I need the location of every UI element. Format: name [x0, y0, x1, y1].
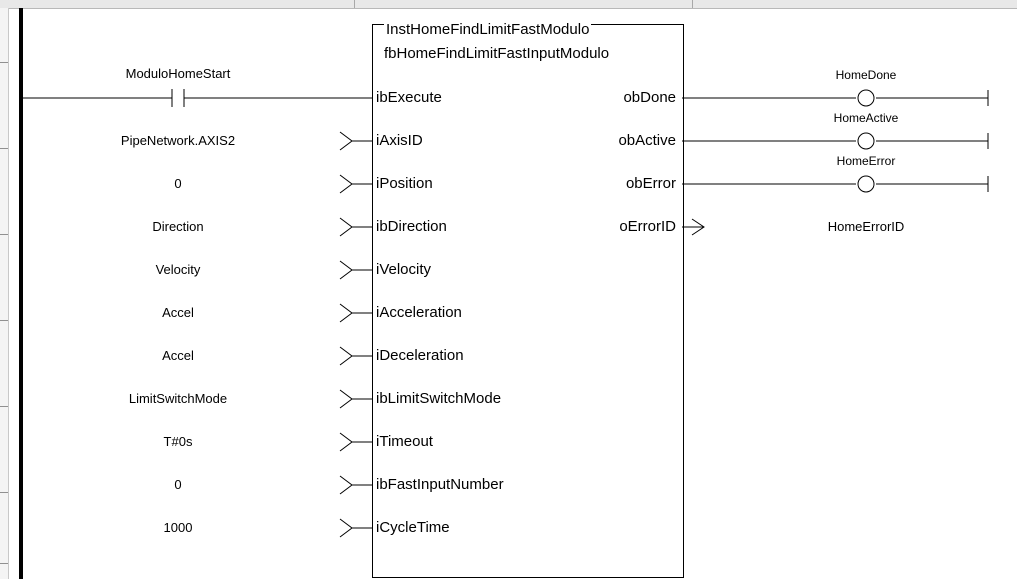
pin-wrapper: iPosition	[376, 175, 528, 195]
block-type-name: fbHomeFindLimitFastInputModulo	[384, 45, 610, 62]
input-pin-ibDirection: ibDirection	[376, 218, 447, 235]
pin-wrapper: iDeceleration	[376, 347, 528, 367]
input-pin-iTimeout: iTimeout	[376, 433, 433, 450]
coil-label-HomeActive[interactable]: HomeActive	[833, 111, 899, 125]
input-chevron	[339, 260, 353, 280]
input-variable-ibDirection[interactable]: Direction	[152, 219, 204, 234]
input-pin-iCycleTime: iCycleTime	[376, 519, 450, 536]
input-chevron	[339, 475, 353, 495]
row-tick	[0, 62, 8, 63]
input-variable-iCycleTime[interactable]: 1000	[163, 520, 193, 535]
input-variable-iDeceleration[interactable]: Accel	[162, 348, 194, 363]
input-variable-iPosition[interactable]: 0	[174, 176, 182, 191]
input-chevron	[339, 303, 353, 323]
input-chevron	[339, 518, 353, 538]
input-pin-iDeceleration: iDeceleration	[376, 347, 464, 364]
pin-wrapper: iCycleTime	[376, 519, 528, 539]
row-tick	[0, 320, 8, 321]
input-pin-iAcceleration: iAcceleration	[376, 304, 462, 321]
row-tick	[0, 492, 8, 493]
coil-circle[interactable]	[857, 132, 875, 150]
output-pin-obActive: obActive	[618, 132, 676, 149]
row-gutter	[0, 8, 9, 579]
row-tick	[0, 148, 8, 149]
pin-wrapper: iAcceleration	[376, 304, 528, 324]
input-chevron	[339, 217, 353, 237]
output-chevron	[691, 218, 705, 236]
input-chevron	[339, 131, 353, 151]
input-pin-ibExecute: ibExecute	[376, 89, 442, 106]
coil-label-HomeDone[interactable]: HomeDone	[835, 68, 897, 82]
input-variable-iAcceleration[interactable]: Accel	[162, 305, 194, 320]
coil-label-HomeError[interactable]: HomeError	[836, 154, 896, 168]
pin-wrapper: ibLimitSwitchMode	[376, 390, 528, 410]
column-divider	[354, 0, 355, 8]
input-variable-iTimeout[interactable]: T#0s	[163, 434, 193, 449]
input-chevron	[339, 174, 353, 194]
input-chevron	[339, 389, 353, 409]
pin-wrapper: ibExecute	[376, 89, 528, 109]
row-tick	[0, 234, 8, 235]
input-pin-iVelocity: iVelocity	[376, 261, 432, 278]
column-header-strip	[0, 0, 1017, 9]
input-variable-ibLimitSwitchMode[interactable]: LimitSwitchMode	[128, 391, 228, 406]
coil-circle[interactable]	[857, 89, 875, 107]
output-pin-obError: obError	[625, 175, 676, 192]
left-power-rail	[19, 8, 23, 579]
pin-wrapper: ibDirection	[376, 218, 528, 238]
input-pin-ibFastInputNumber: ibFastInputNumber	[376, 476, 504, 493]
coil-circle[interactable]	[857, 175, 875, 193]
input-variable-iVelocity[interactable]: Velocity	[155, 262, 201, 277]
input-variable-iAxisID[interactable]: PipeNetwork.AXIS2	[120, 133, 236, 148]
column-divider	[692, 0, 693, 8]
input-chevron	[339, 432, 353, 452]
input-variable-ibFastInputNumber[interactable]: 0	[174, 477, 182, 492]
row-tick	[0, 406, 8, 407]
pin-wrapper: ibFastInputNumber	[376, 476, 528, 496]
input-pin-ibLimitSwitchMode: ibLimitSwitchMode	[376, 390, 502, 407]
input-pin-iAxisID: iAxisID	[376, 132, 423, 149]
pin-wrapper: iVelocity	[376, 261, 528, 281]
output-variable-HomeErrorID[interactable]: HomeErrorID	[827, 219, 905, 234]
pin-wrapper: iAxisID	[376, 132, 528, 152]
block-instance-name[interactable]: InstHomeFindLimitFastModulo	[384, 21, 592, 38]
output-pin-oErrorID: oErrorID	[619, 218, 676, 235]
pin-wrapper: iTimeout	[376, 433, 528, 453]
input-pin-iPosition: iPosition	[376, 175, 433, 192]
contact-variable-label[interactable]: ModuloHomeStart	[125, 66, 231, 81]
row-tick	[0, 563, 8, 564]
output-pin-obDone: obDone	[623, 89, 676, 106]
input-chevron	[339, 346, 353, 366]
